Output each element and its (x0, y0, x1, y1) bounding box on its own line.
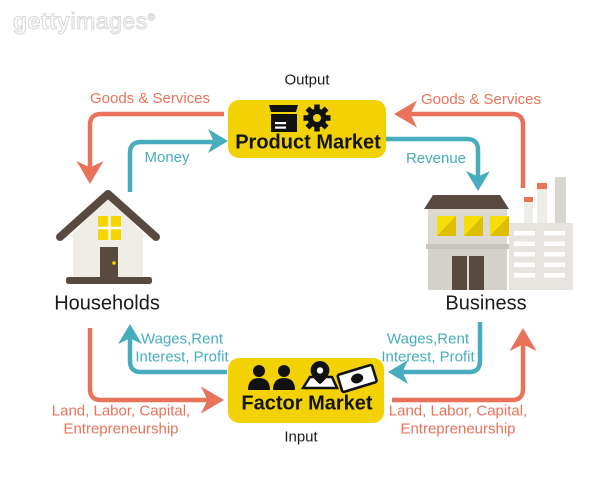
goods-services-right-arrow (408, 111, 526, 188)
land-left-line1: Land, Labor, Capital, (51, 402, 191, 420)
goods-services-left-arrow (87, 111, 224, 168)
wages-left-line2: Interest, Profit (135, 348, 229, 365)
gettyimages-watermark: gettyimages® (12, 7, 156, 35)
product-market-box (228, 100, 386, 158)
product-market-label: Product Market (235, 131, 381, 154)
output-label: Output (284, 71, 330, 89)
gear-icon (303, 104, 331, 132)
land-left-label: Land, Labor, Capital, Entrepreneurship (52, 402, 190, 437)
wages-left-line1: Wages,Rent (141, 330, 223, 348)
wages-right-label: Wages,Rent Interest, Profit (381, 330, 474, 365)
money-arrow (127, 139, 214, 192)
land-left-line2: Entrepreneurship (63, 420, 179, 437)
watermark-bold: getty (12, 7, 71, 34)
house-door-icon (100, 247, 118, 278)
land-right-label: Land, Labor, Capital, Entrepreneurship (389, 402, 527, 437)
revenue-label: Revenue (405, 150, 467, 168)
people-icon (248, 365, 295, 390)
land-right-line1: Land, Labor, Capital, (388, 402, 528, 420)
factory-windows-icon (437, 216, 509, 236)
households-house-icon (56, 190, 160, 284)
land-pin-icon (300, 361, 339, 390)
goods-services-right-label: Goods & Services (420, 91, 542, 109)
wages-left-label: Wages,Rent Interest, Profit (135, 330, 228, 365)
households-label: Households (54, 292, 160, 315)
package-icon (269, 105, 298, 132)
land-right-line2: Entrepreneurship (400, 420, 516, 437)
wages-left-arrow (127, 338, 227, 375)
money-label: Money (144, 149, 190, 167)
arrowheads (76, 100, 537, 414)
land-left-arrow (87, 328, 210, 403)
business-factory-icon (424, 177, 573, 290)
watermark-light: images (70, 7, 148, 34)
wages-right-line2: Interest, Profit (381, 348, 475, 365)
wages-right-arrow (402, 322, 483, 375)
land-right-arrow (392, 342, 526, 403)
revenue-arrow (386, 136, 481, 177)
watermark-reg: ® (147, 12, 156, 24)
input-label: Input (284, 428, 318, 446)
factor-market-label: Factor Market (241, 392, 373, 415)
business-label: Business (445, 292, 527, 315)
wages-right-line1: Wages,Rent (387, 330, 469, 348)
money-bill-icon (336, 363, 378, 394)
goods-services-left-label: Goods & Services (89, 90, 211, 108)
